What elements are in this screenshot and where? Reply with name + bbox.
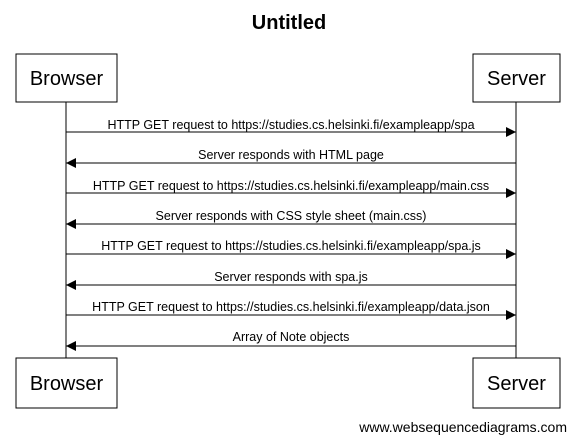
participant-label: Server [487,68,546,90]
participant-label: Browser [30,68,104,90]
message-label: HTTP GET request to https://studies.cs.h… [92,300,490,314]
message-4: Server responds with CSS style sheet (ma… [66,209,516,229]
diagram-title: Untitled [252,12,326,34]
message-7: HTTP GET request to https://studies.cs.h… [66,300,516,320]
message-3: HTTP GET request to https://studies.cs.h… [66,179,516,198]
message-8: Array of Note objects [66,330,516,351]
participant-label: Server [487,373,546,395]
participant-label: Browser [30,373,104,395]
message-5: HTTP GET request to https://studies.cs.h… [66,239,516,259]
message-1: HTTP GET request to https://studies.cs.h… [66,118,516,137]
participant-browser-top: Browser [15,53,118,103]
participant-browser-bottom: Browser [15,357,118,409]
watermark-link[interactable]: www.websequencediagrams.com [358,419,567,435]
participant-server-bottom: Server [472,357,561,409]
message-label: Array of Note objects [233,330,350,344]
participant-server-top: Server [472,53,561,103]
message-label: Server responds with spa.js [214,270,368,284]
message-label: HTTP GET request to https://studies.cs.h… [101,239,481,253]
message-label: HTTP GET request to https://studies.cs.h… [93,179,489,193]
message-label: HTTP GET request to https://studies.cs.h… [107,118,474,132]
message-label: Server responds with CSS style sheet (ma… [156,209,427,223]
message-6: Server responds with spa.js [66,270,516,290]
message-label: Server responds with HTML page [198,148,384,162]
message-2: Server responds with HTML page [66,148,516,168]
